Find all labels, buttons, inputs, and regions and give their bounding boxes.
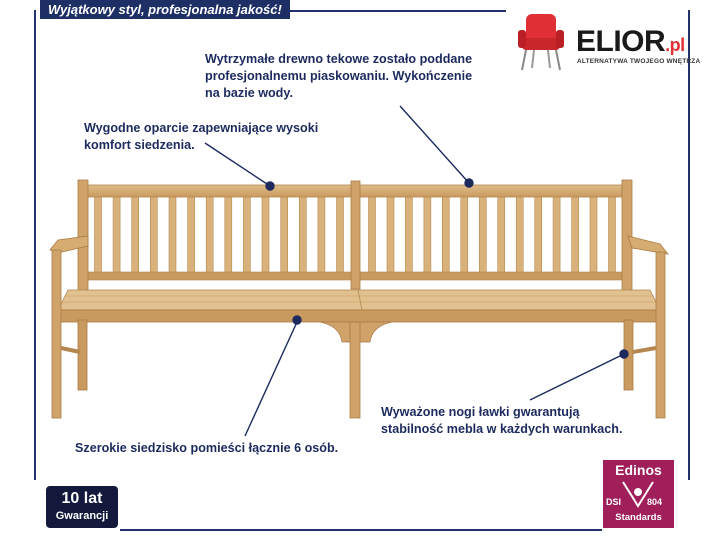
frame-top (280, 10, 506, 12)
backrest-slat (280, 195, 289, 275)
backrest-slat (187, 195, 195, 275)
backrest-slat (571, 195, 579, 275)
backrest-slat (112, 195, 121, 275)
backrest-slat (589, 195, 598, 275)
edinos-certificate-badge: Edinos DSI 804 Standards (603, 460, 674, 528)
backrest-slat (150, 195, 158, 275)
brand-tagline: ALTERNATYWA TWOJEGO WNĘTRZA (577, 58, 701, 65)
backrest-slat (243, 195, 251, 275)
backrest-slat (405, 195, 413, 275)
armchair-icon (518, 14, 564, 71)
backrest-slat (317, 195, 326, 275)
backrest-slat (497, 195, 506, 275)
callout-backrest: Wygodne oparcie zapewniające wysoki komf… (84, 121, 319, 152)
promo-banner: Wyjątkowy styl, profesjonalna jakość! (40, 0, 290, 19)
frame-bottom (120, 529, 602, 531)
backrest-slat (608, 195, 616, 275)
backrest-slat (261, 195, 270, 275)
callout-wood: Wytrzymałe drewno tekowe zostało poddane… (205, 52, 473, 100)
backrest-slat (336, 195, 344, 275)
certificate-number: 804 (647, 497, 663, 507)
backrest-slat (368, 195, 376, 275)
certificate-standards: Standards (615, 512, 662, 523)
backrest-slat (423, 195, 432, 275)
backrest-slat (386, 195, 395, 275)
warranty-label: Gwarancji (55, 510, 109, 522)
backrest-slat (298, 195, 307, 275)
warranty-years: 10 lat (61, 490, 103, 507)
backrest-slat (205, 195, 214, 275)
backrest-slat (534, 195, 543, 275)
backrest-slat (441, 195, 450, 275)
backrest-slat (168, 195, 177, 275)
backrest-slat (552, 195, 561, 275)
backrest-slat (478, 195, 487, 275)
backrest-slat (224, 195, 233, 275)
certificate-title: Edinos (615, 462, 662, 478)
backrest-slat (94, 195, 102, 275)
callout-seat: Szerokie siedzisko pomieści łącznie 6 os… (75, 441, 339, 455)
brand-logo[interactable]: ELIOR.pl (576, 25, 685, 58)
backrest-slat (131, 195, 139, 275)
certificate-logo-icon (622, 481, 654, 508)
frame-right (688, 10, 690, 480)
frame-left (34, 10, 36, 480)
backrest-slat (460, 195, 469, 275)
backrest-slat (515, 195, 524, 275)
warranty-badge: 10 lat Gwarancji (46, 486, 118, 528)
callout-legs: Wyważone nogi ławki gwarantują stabilnoś… (381, 405, 623, 436)
certificate-dsi: DSI (606, 497, 622, 507)
